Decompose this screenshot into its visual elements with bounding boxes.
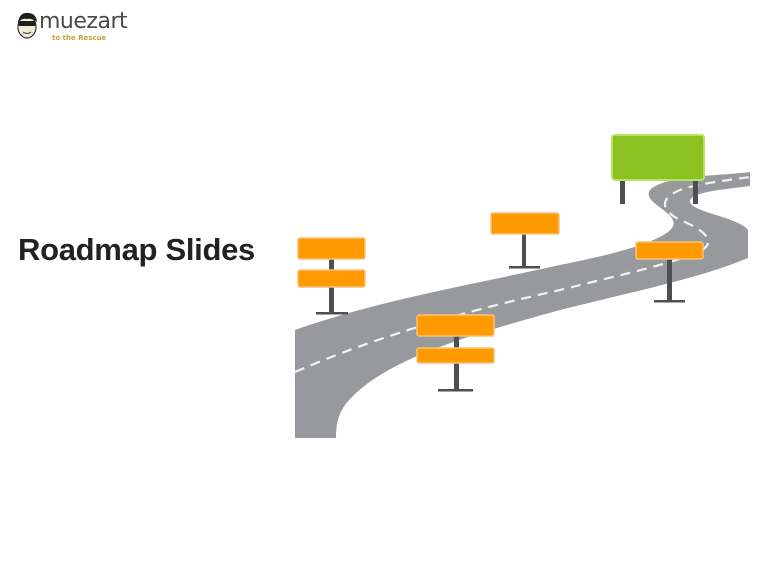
masked-face-icon <box>17 12 37 39</box>
sign-right <box>635 241 704 303</box>
logo-tagline: to the Rescue <box>52 34 107 42</box>
sign-mid-upper <box>490 212 560 269</box>
slide-title: Roadmap Slides <box>18 232 255 267</box>
sign-finish <box>611 134 705 204</box>
sign-mid-lower-double <box>416 314 495 392</box>
brand-logo: muezart to the Rescue <box>12 8 142 42</box>
road <box>294 172 751 438</box>
sign-left-double <box>297 237 366 315</box>
logo-wordmark: muezart <box>39 9 128 34</box>
